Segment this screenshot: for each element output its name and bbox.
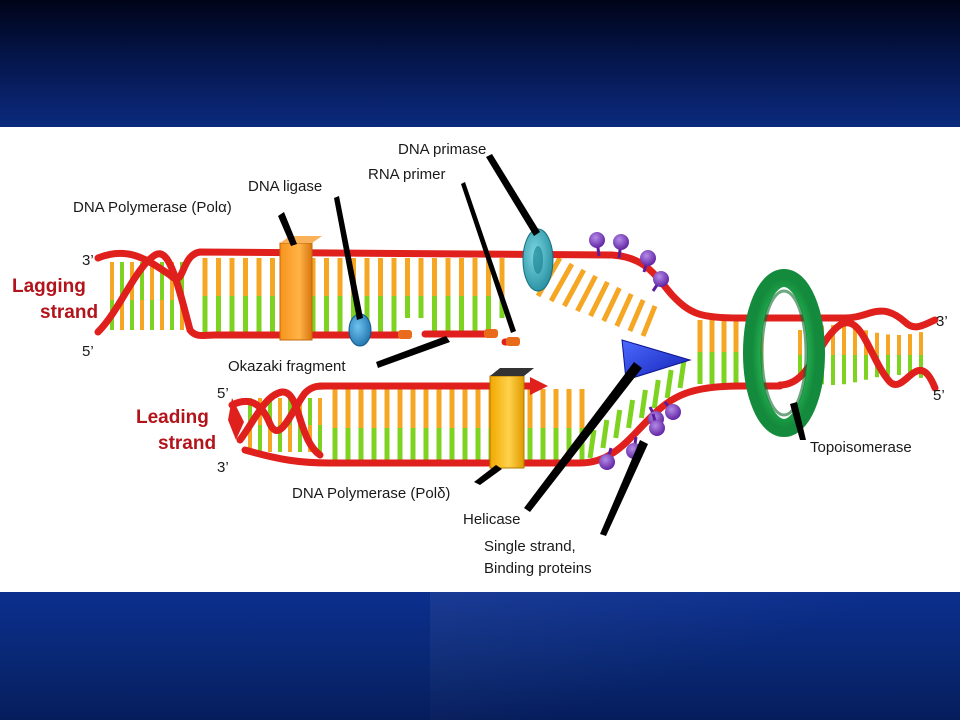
- ssb-head: [640, 250, 656, 266]
- single-strand-binding-proteins: [589, 232, 681, 470]
- pointer-helicase: [524, 362, 642, 512]
- single-strand-base: [627, 299, 646, 332]
- end-lagging-top-left: 3’: [82, 252, 94, 269]
- label-dna-polymerase-delta: DNA Polymerase (Polδ): [292, 485, 450, 502]
- rna-primer-1: [398, 330, 412, 339]
- dna-polymerase-alpha-top: [280, 236, 322, 243]
- ssb-protein: [640, 250, 656, 273]
- dna-primase-hole: [533, 246, 543, 274]
- end-lagging-bottom-left: 5’: [82, 343, 94, 360]
- slide-top-band: [0, 0, 960, 127]
- label-dna-polymerase-alpha: DNA Polymerase (Polα): [73, 199, 232, 216]
- label-leading-strand-line2: strand: [158, 433, 216, 454]
- label-ssb-line1: Single strand,: [484, 538, 576, 555]
- lagging-parent-backbone: [94, 248, 939, 331]
- lagging-helix-strand: [94, 250, 219, 340]
- ssb-protein: [651, 271, 669, 292]
- single-strand-base: [587, 429, 597, 459]
- dna-polymerase-delta: [489, 375, 525, 469]
- end-right-bottom: 5’: [933, 387, 945, 404]
- dna-replication-diagram: DNA primase RNA primer DNA ligase DNA Po…: [12, 141, 948, 577]
- single-strand-base: [614, 292, 634, 328]
- single-strand-base: [600, 419, 610, 449]
- label-dna-polymerase-delta-prefix: DNA Polymerase (Pol: [292, 485, 437, 502]
- single-strand-base: [664, 369, 674, 399]
- label-helicase: Helicase: [463, 511, 521, 528]
- ssb-head: [599, 454, 615, 470]
- label-lagging-strand-line1: Lagging: [12, 276, 86, 297]
- end-right-top: 3’: [936, 313, 948, 330]
- label-okazaki-fragment: Okazaki fragment: [228, 358, 346, 375]
- pointer-dna-ligase: [334, 196, 363, 320]
- single-strand-base: [651, 379, 661, 409]
- ssb-head: [649, 420, 665, 436]
- pointer-lines: [278, 154, 806, 536]
- single-strand-base: [562, 268, 586, 308]
- pointer-dna-polymerase-delta: [474, 465, 502, 485]
- leading-parent-backbone: [241, 382, 784, 467]
- pointer-dna-polymerase-alpha: [278, 212, 297, 246]
- end-leading-bottom-left: 3’: [217, 459, 229, 476]
- topoisomerase-ring-highlight: [760, 289, 808, 417]
- topoisomerase-ring: [743, 269, 825, 437]
- label-dna-polymerase-alpha-suffix: ): [227, 199, 232, 216]
- single-strand-base: [601, 286, 622, 323]
- single-strand-base: [575, 274, 598, 313]
- label-lagging-strand-line2: strand: [40, 302, 98, 323]
- leading-helix-tip: [228, 398, 244, 440]
- leading-helix-strand-2: [236, 388, 324, 459]
- single-strand-base: [588, 280, 610, 318]
- pointer-ssb: [600, 440, 648, 536]
- label-ssb-line2: Binding proteins: [484, 560, 592, 577]
- single-strand-base: [626, 399, 636, 429]
- ssb-head: [665, 404, 681, 420]
- leading-helix-strand: [228, 382, 329, 434]
- label-dna-primase: DNA primase: [398, 141, 486, 158]
- single-strand-base: [548, 262, 575, 303]
- pointer-dna-primase: [486, 154, 540, 236]
- ssb-head: [613, 234, 629, 250]
- dna-polymerase-delta-top: [490, 368, 534, 376]
- label-rna-primer: RNA primer: [368, 166, 446, 183]
- single-strand-base: [638, 389, 648, 419]
- leading-strand-arrowhead: [530, 377, 548, 395]
- single-strand-base: [640, 305, 658, 337]
- ssb-protein: [599, 447, 615, 470]
- pointer-rna-primer: [461, 182, 516, 333]
- label-leading-strand-line1: Leading: [136, 407, 209, 428]
- single-strand-base: [677, 359, 687, 389]
- ssb-protein: [649, 413, 665, 436]
- label-topoisomerase: Topoisomerase: [810, 439, 912, 456]
- end-leading-top-left: 5’: [217, 385, 229, 402]
- ssb-protein: [589, 232, 605, 257]
- rna-primer-3: [506, 337, 520, 346]
- pointer-okazaki: [376, 336, 450, 368]
- ssb-head: [589, 232, 605, 248]
- dna-polymerase-alpha: [279, 242, 313, 341]
- ssb-head: [653, 271, 669, 287]
- label-dna-polymerase-delta-greek: δ: [437, 485, 445, 502]
- ssb-protein: [613, 234, 629, 259]
- single-strand-base: [613, 409, 623, 439]
- label-dna-polymerase-delta-suffix: ): [445, 485, 450, 502]
- label-dna-ligase: DNA ligase: [248, 178, 322, 195]
- rna-primer-2: [484, 329, 498, 338]
- pointer-topoisomerase: [790, 402, 806, 440]
- label-dna-polymerase-alpha-greek: α: [218, 199, 227, 216]
- slide-bottom-band: [0, 592, 960, 720]
- ssb-protein: [663, 401, 681, 420]
- label-dna-polymerase-alpha-prefix: DNA Polymerase (Pol: [73, 199, 218, 216]
- band-sheen: [430, 592, 960, 720]
